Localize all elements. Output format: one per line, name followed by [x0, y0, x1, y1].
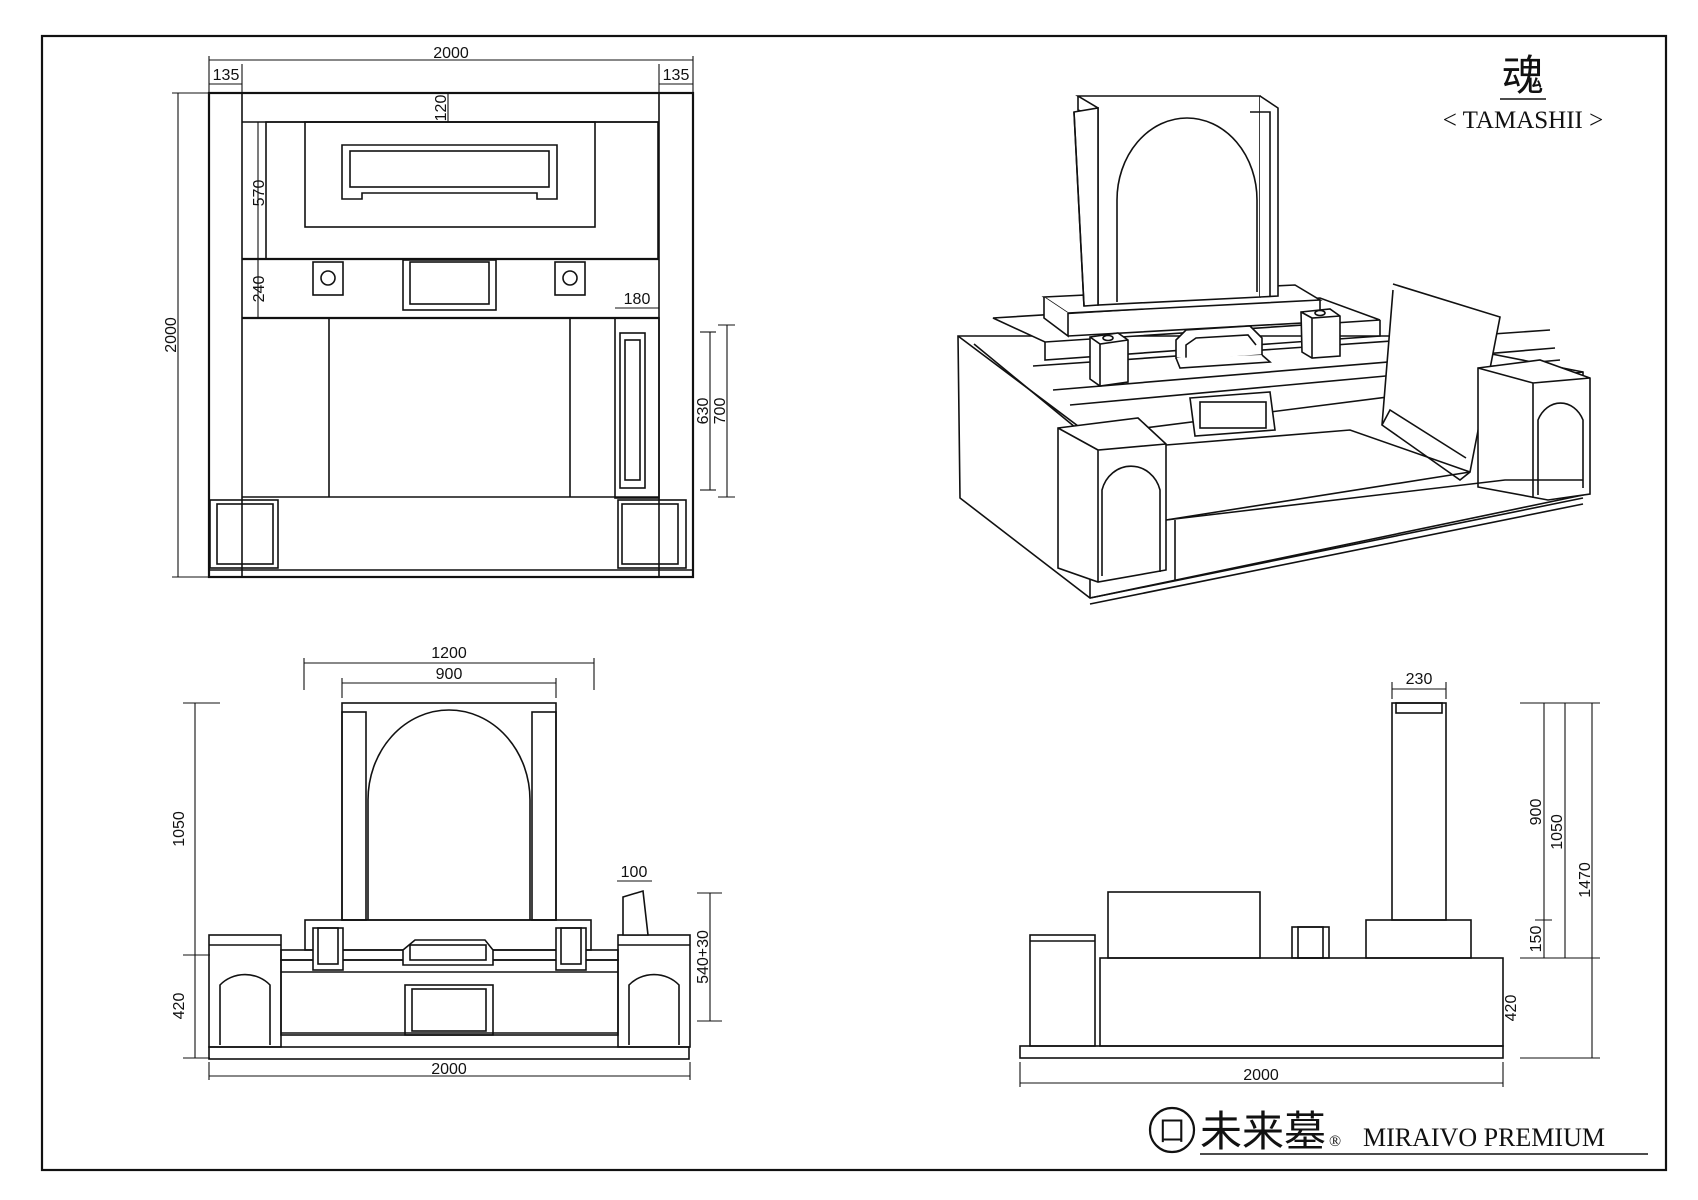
dim-plan-left-edge: 135: [213, 67, 240, 84]
side-dimensions: 230 900 1050 1470 150 420 2000: [1019, 671, 1600, 1087]
dim-plan-630: 630: [695, 398, 712, 425]
dim-front-total-width: 2000: [431, 1061, 467, 1078]
isometric-view: [957, 95, 1591, 605]
side-view: [1019, 702, 1504, 1059]
dim-side-total-length: 2000: [1243, 1067, 1279, 1084]
dim-side-stone-depth: 230: [1406, 671, 1433, 688]
title-kanji: 魂: [1502, 54, 1544, 100]
dim-front-base-height: 420: [171, 993, 188, 1020]
dim-front-inner-width: 900: [436, 666, 463, 683]
dim-plan-total-width: 2000: [433, 45, 469, 62]
plan-dimensions: 2000 135 135 120 570 240 180 2000 630 70…: [163, 45, 735, 578]
brand-registered: ®: [1329, 1133, 1341, 1150]
brand-name-en: MIRAIVO PREMIUM: [1363, 1123, 1605, 1152]
dim-plan-total-depth: 2000: [163, 317, 180, 353]
dim-side-1050: 1050: [1549, 814, 1566, 850]
brand-block: ⼞ 未来墓 ® MIRAIVO PREMIUM: [1148, 1106, 1648, 1156]
dim-front-stone-height: 1050: [171, 811, 188, 847]
title-block: 魂 < TAMASHII >: [1443, 54, 1603, 134]
dim-plan-700: 700: [712, 398, 729, 425]
brand-logo-mark: ⼞: [1159, 1117, 1185, 1146]
title-roman: < TAMASHII >: [1443, 107, 1603, 134]
dim-plan-middle-band: 240: [251, 276, 268, 303]
dim-front-post-width: 100: [621, 864, 648, 881]
brand-name-jp: 未来墓: [1200, 1110, 1326, 1156]
dim-side-total-height: 1470: [1577, 862, 1594, 898]
brand-logo-icon: [1148, 1106, 1196, 1154]
dim-plan-side-width: 180: [624, 291, 651, 308]
dim-front-post-height: 540+30: [695, 930, 712, 984]
dim-front-outer-width: 1200: [431, 645, 467, 662]
dim-side-plinth: 150: [1528, 926, 1545, 953]
dim-side-stone-height: 900: [1528, 799, 1545, 826]
dim-plan-right-edge: 135: [663, 67, 690, 84]
front-dimensions: 1200 900 1050 420 100 540+30 2000: [171, 645, 722, 1080]
sheet-border: [40, 34, 1668, 1172]
dim-plan-upper-section: 570: [251, 180, 268, 207]
dim-plan-top-band: 120: [433, 95, 450, 122]
plan-view: [207, 91, 695, 579]
front-view: [208, 702, 691, 1060]
dim-side-base-height: 420: [1503, 995, 1520, 1022]
